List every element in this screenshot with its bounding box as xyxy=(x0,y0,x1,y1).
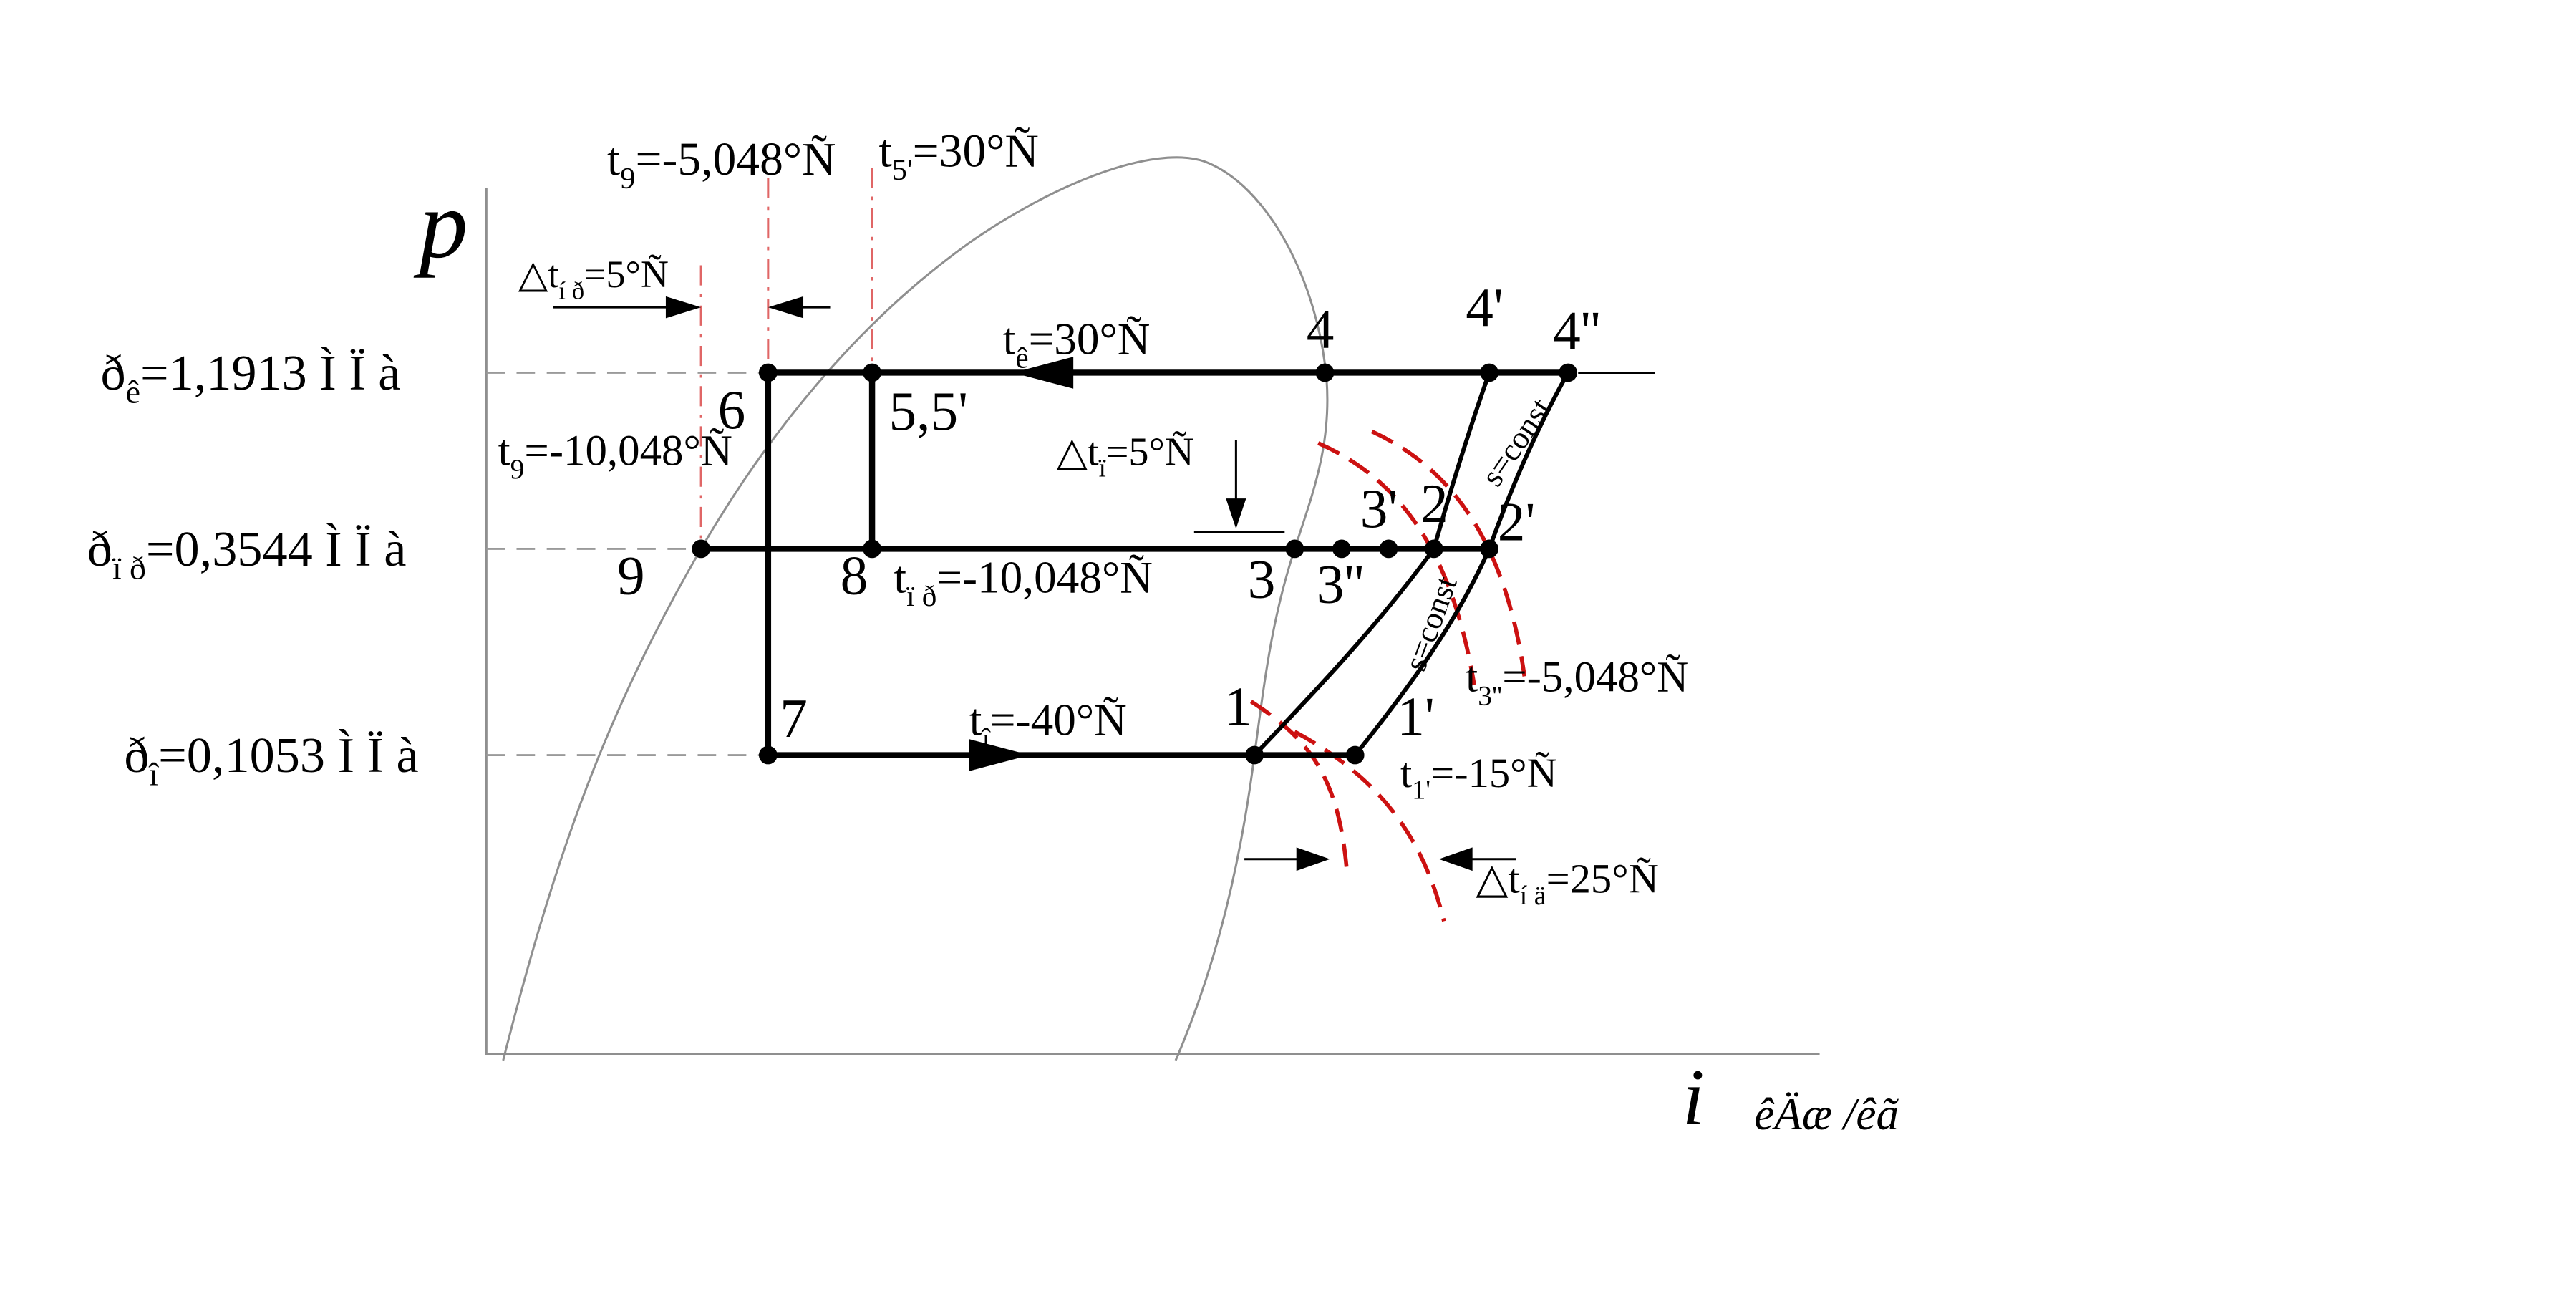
isotherm-arc-lower-2 xyxy=(1294,730,1446,922)
point-label-6: 6 xyxy=(718,379,746,440)
dtna-label: △tí ä=25°Ñ xyxy=(1476,856,1659,911)
point-label-3pp: 3'' xyxy=(1317,553,1365,614)
process-arrows xyxy=(969,357,1074,771)
point-label-9: 9 xyxy=(617,545,645,607)
pressure-guide-lines xyxy=(486,371,1655,756)
isotherm-arc-upper-2 xyxy=(1370,429,1527,677)
point-dot-4pp xyxy=(1559,363,1578,382)
point-label-2: 2 xyxy=(1420,473,1448,534)
point-dot-5-5p xyxy=(863,363,881,382)
isotherm-arc-upper-1 xyxy=(1317,441,1476,685)
dtp-label: △tï=5°Ñ xyxy=(1057,430,1194,482)
point-dot-2p xyxy=(1480,539,1498,559)
t3pp-label: t3''=-5,048°Ñ xyxy=(1466,654,1688,712)
point-label-2p: 2' xyxy=(1498,491,1536,553)
temperature-labels: t9=-5,048°Ñ t5'=30°Ñ tê=30°Ñ t9=-10,048°… xyxy=(498,125,1689,911)
point-label-4: 4 xyxy=(1307,298,1335,359)
t9-top-label: t9=-5,048°Ñ xyxy=(607,134,836,195)
tk-label: tê=30°Ñ xyxy=(1003,314,1151,375)
isentrope-1p-2p xyxy=(1353,548,1491,757)
dtna-arrow-right xyxy=(1296,847,1330,871)
saturation-dome xyxy=(502,156,1329,1061)
tpr-label: tï ð=-10,048°Ñ xyxy=(894,552,1153,612)
point-label-7: 7 xyxy=(780,687,808,749)
point-label-3p: 3' xyxy=(1360,478,1398,539)
point-dot-9 xyxy=(692,539,711,559)
ppr-label: ðï ð=0,3544 Ì Ï à xyxy=(87,521,407,586)
p-axis-label: p xyxy=(414,171,468,279)
point-label-4pp: 4'' xyxy=(1553,300,1601,362)
point-label-5-5p: 5,5' xyxy=(888,380,968,442)
point-dot-3p xyxy=(1379,539,1398,559)
t9-mid-label: t9=-10,048°Ñ xyxy=(498,427,732,485)
red-isotherm-arcs xyxy=(1249,429,1527,922)
point-dot-2 xyxy=(1424,539,1443,559)
isentrope-2p-4pp xyxy=(1487,372,1570,550)
isotherm-arc-lower-1 xyxy=(1249,700,1349,870)
point-dot-1 xyxy=(1245,745,1264,765)
point-dot-1p xyxy=(1345,745,1365,765)
point-dot-4 xyxy=(1315,363,1335,382)
dimension-annotations xyxy=(553,296,1516,871)
dtp-arrow-down xyxy=(1226,498,1246,529)
point-label-1p: 1' xyxy=(1397,685,1435,747)
i-axis-label: i xyxy=(1682,1053,1704,1142)
point-dot-8 xyxy=(863,539,881,559)
axes: p i êÄæ /êã xyxy=(414,171,1899,1142)
point-label-4p: 4' xyxy=(1466,276,1504,338)
to-label: tî=-40°Ñ xyxy=(969,695,1127,755)
point-dot-4p xyxy=(1480,363,1498,382)
red-guide-lines xyxy=(699,168,873,558)
isentrope-1-2 xyxy=(1253,547,1436,757)
point-dot-6 xyxy=(758,363,778,382)
point-label-8: 8 xyxy=(841,545,868,607)
evaporation-arrow-right xyxy=(969,739,1030,771)
dtnr-arrow-right xyxy=(665,296,702,319)
po-label: ðî=0,1053 Ì Ï à xyxy=(124,728,418,793)
pressure-labels: ðê=1,1913 Ì Ï à ðï ð=0,3544 Ì Ï à ðî=0,1… xyxy=(87,345,419,793)
condensation-arrow-left xyxy=(1012,357,1074,389)
point-labels: 9 8 7 6 5,5' 4 4' 4'' 3 3'' 3' 2 2' 1 1' xyxy=(617,276,1601,749)
t1p-label: t1'=-15°Ñ xyxy=(1400,750,1557,805)
dtnr-arrow-left xyxy=(768,296,804,319)
dtna-arrow-left xyxy=(1438,847,1473,871)
point-label-3: 3 xyxy=(1248,548,1276,609)
state-points xyxy=(692,363,1578,765)
isentrope-2-4p xyxy=(1431,372,1491,550)
isentrope-curves xyxy=(1253,372,1570,757)
point-dot-3pp xyxy=(1332,539,1351,559)
pk-label: ðê=1,1913 Ì Ï à xyxy=(101,345,401,410)
dtnr-label: △tí ð=5°Ñ xyxy=(518,253,669,304)
axis-lines xyxy=(485,188,1820,1056)
point-dot-7 xyxy=(758,745,778,765)
point-label-1: 1 xyxy=(1224,675,1252,737)
t5p-label: t5'=30°Ñ xyxy=(878,125,1038,187)
point-dot-3 xyxy=(1285,539,1304,559)
i-axis-units: êÄæ /êã xyxy=(1754,1089,1899,1139)
